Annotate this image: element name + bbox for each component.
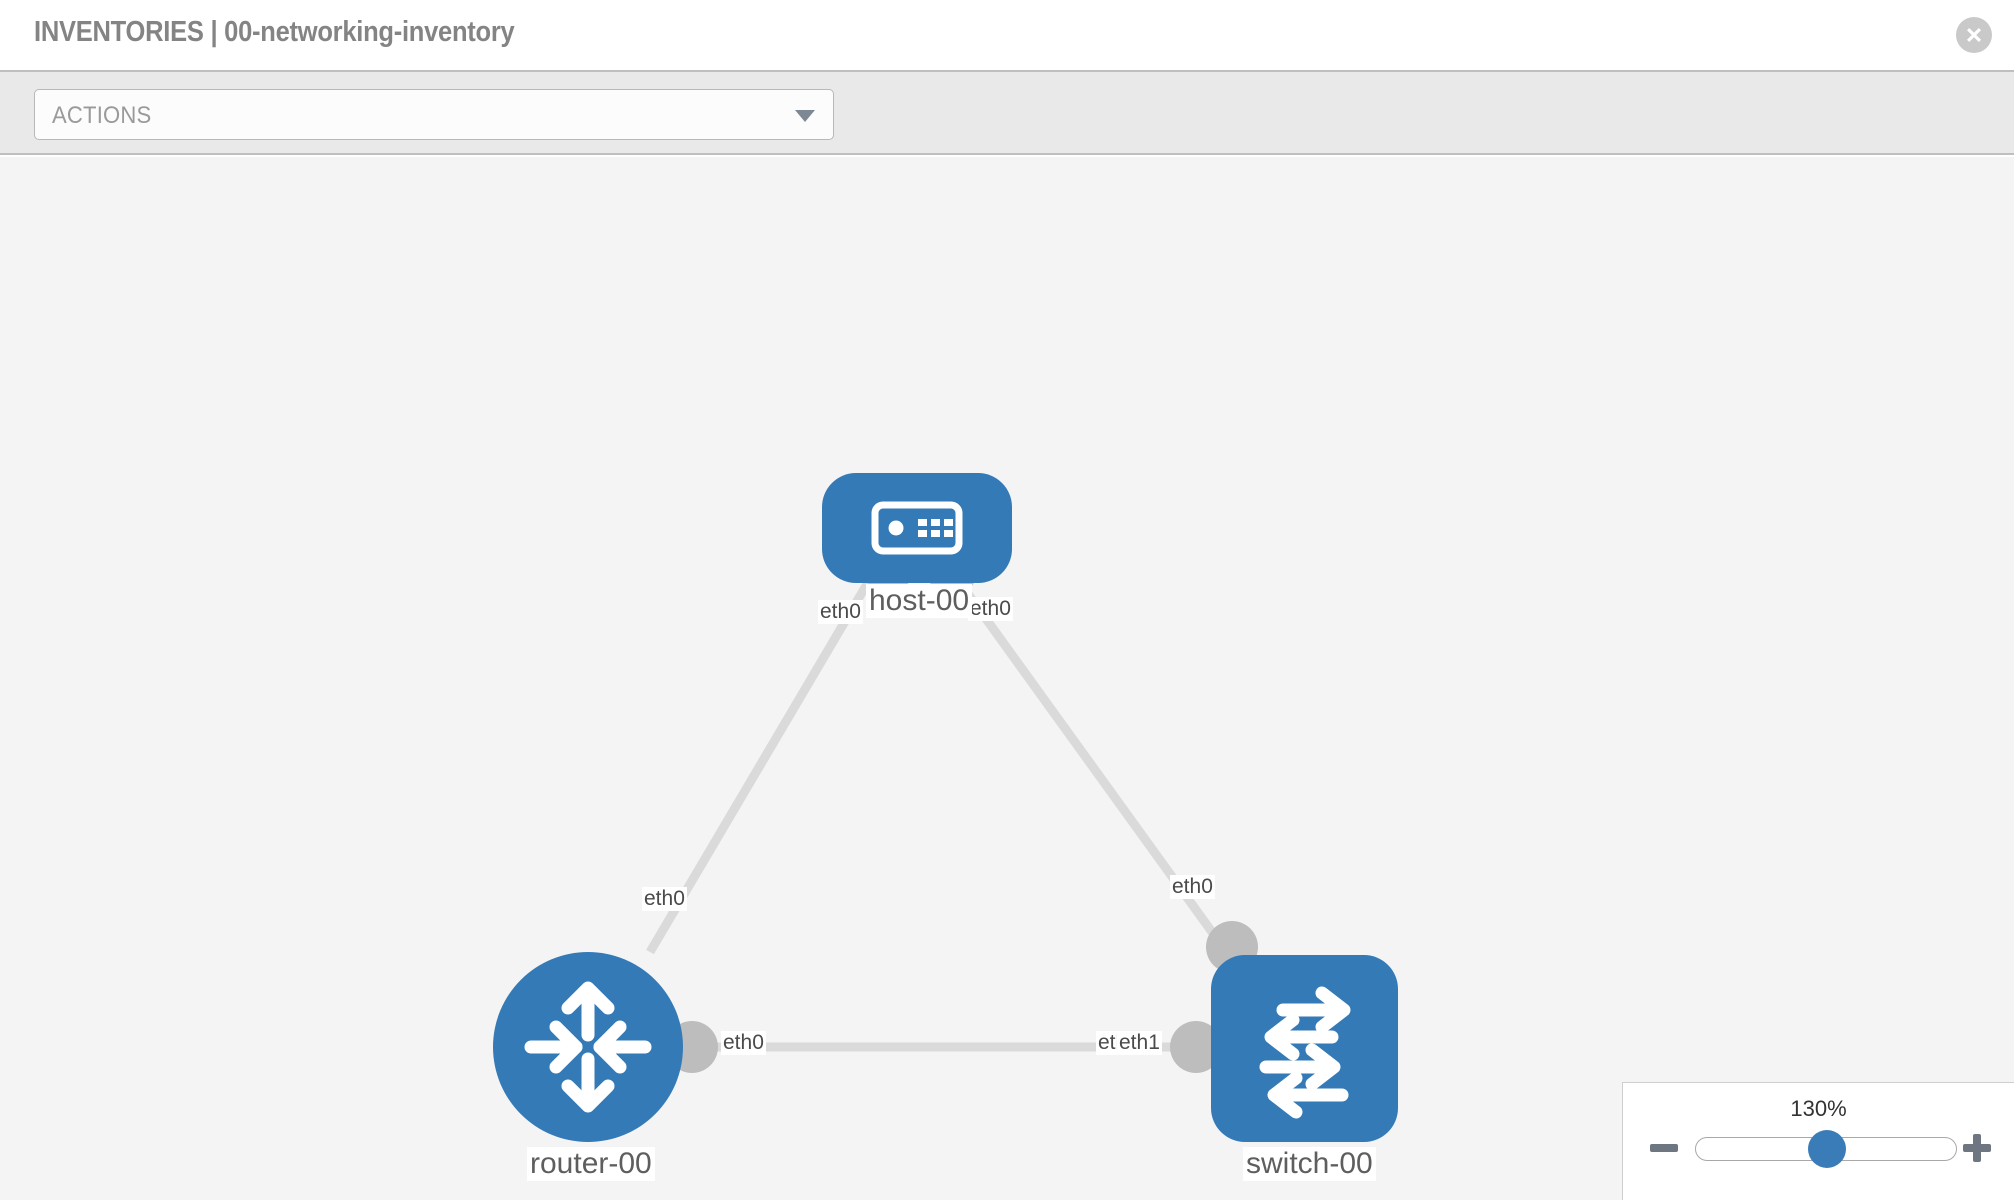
node-label-switch-00: switch-00 (1243, 1147, 1376, 1181)
iface-label: eth0 (968, 597, 1013, 621)
node-router-00 (493, 952, 683, 1142)
node-host-00 (822, 473, 1012, 583)
title-bar: INVENTORIES | 00-networking-inventory (0, 0, 2014, 70)
iface-label: eth0 (721, 1031, 766, 1055)
router-arrows-icon (524, 981, 652, 1113)
node-switch-00 (1211, 955, 1398, 1142)
minus-icon[interactable] (1647, 1131, 1681, 1165)
node-label-router-00: router-00 (527, 1147, 655, 1181)
toolbar: ACTIONS SEARCH (0, 70, 2014, 207)
chevron-down-icon (795, 109, 815, 122)
plus-icon[interactable] (1960, 1131, 1994, 1165)
node-label-host-00: host-00 (866, 584, 973, 618)
iface-label: eth0 (642, 887, 687, 911)
topology-edges (646, 559, 1234, 1052)
iface-label: eth0 (818, 600, 863, 624)
iface-label: eth0 (1170, 875, 1215, 899)
page-title: INVENTORIES | 00-networking-inventory (34, 16, 515, 48)
topology-canvas[interactable]: eth0 eth0 eth0 eth0 eth0 eth0 eth1 host-… (0, 157, 2014, 1200)
zoom-control-panel: 130% (1622, 1082, 2014, 1200)
topology-connectors (666, 541, 1258, 1073)
actions-dropdown[interactable]: ACTIONS (34, 89, 834, 140)
switch-arrows-icon (1259, 986, 1351, 1119)
actions-dropdown-label: ACTIONS (52, 102, 152, 129)
connector-switch-left (1170, 1021, 1222, 1073)
zoom-percent-label: 130% (1790, 1096, 1847, 1121)
server-icon (871, 501, 963, 555)
zoom-slider-thumb[interactable] (1808, 1130, 1846, 1168)
zoom-slider[interactable] (1695, 1130, 1957, 1168)
iface-label: eth1 (1117, 1031, 1162, 1055)
topology-graph (493, 473, 1398, 1142)
close-icon[interactable] (1956, 17, 1992, 53)
edge-host-router (646, 559, 884, 955)
